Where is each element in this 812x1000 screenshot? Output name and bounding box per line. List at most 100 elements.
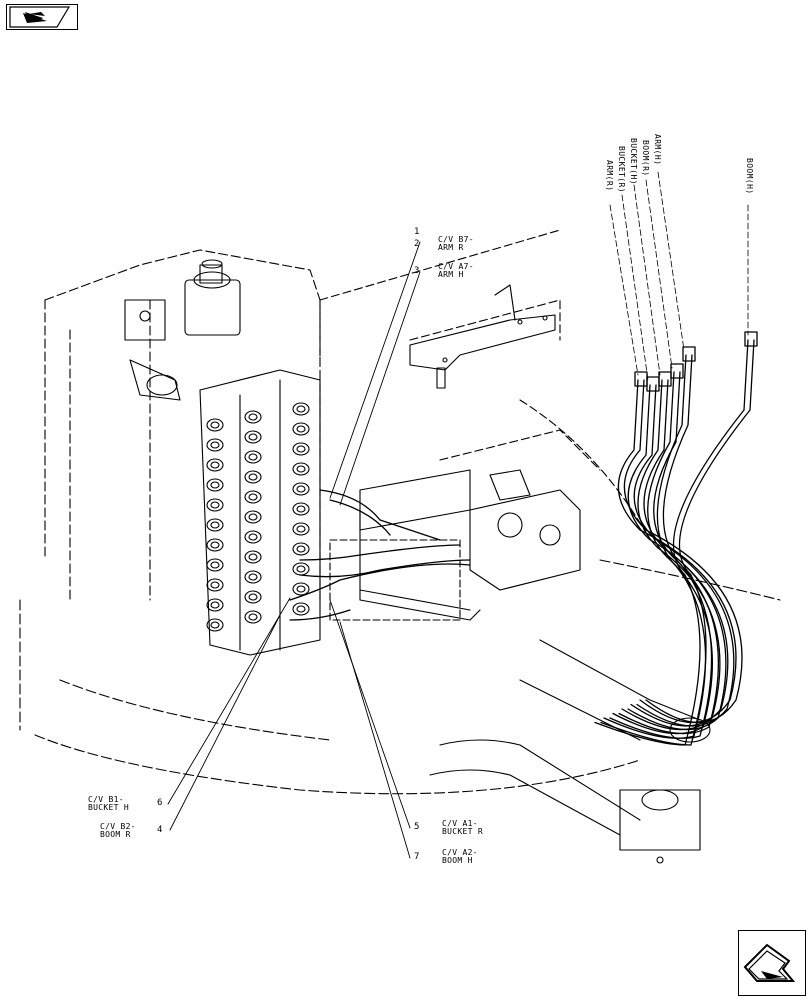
hose-label-arm-h: ARM(H) <box>653 134 662 166</box>
control-valve-block <box>199 369 321 656</box>
callout-number-4: 4 <box>157 825 163 835</box>
valve-fittings <box>206 402 310 632</box>
valve-fitting <box>244 510 262 524</box>
boom-cylinder <box>429 639 711 864</box>
valve-fitting <box>244 490 262 504</box>
leader-lines <box>167 241 421 859</box>
hydraulic-hose <box>603 354 707 739</box>
valve-fitting-core <box>296 565 306 573</box>
valve-fitting <box>292 522 310 536</box>
valve-fitting-core <box>248 453 258 461</box>
valve-fitting-core <box>248 533 258 541</box>
valve-fitting-core <box>210 541 220 549</box>
callout-number-7: 7 <box>414 852 420 862</box>
valve-fitting-core <box>248 473 258 481</box>
valve-fitting-core <box>248 593 258 601</box>
valve-fitting <box>206 578 224 592</box>
valve-fitting <box>206 538 224 552</box>
swivel-joint <box>329 469 581 621</box>
valve-fitting-core <box>296 585 306 593</box>
valve-fitting-core <box>210 601 220 609</box>
valve-fitting-core <box>296 525 306 533</box>
valve-fitting-core <box>296 425 306 433</box>
valve-fitting <box>244 430 262 444</box>
valve-hoses <box>289 489 471 621</box>
valve-fitting <box>244 530 262 544</box>
callout-label-5: C/V A1- BUCKET R <box>442 819 483 836</box>
valve-fitting-core <box>296 445 306 453</box>
valve-fitting <box>292 422 310 436</box>
valve-fitting-core <box>248 613 258 621</box>
valve-fitting <box>206 478 224 492</box>
callout-label-3: C/V A7- ARM H <box>438 262 474 279</box>
valve-fitting <box>292 502 310 516</box>
callout-number-5: 5 <box>414 822 420 832</box>
valve-fitting <box>292 442 310 456</box>
next-page-button[interactable] <box>738 930 806 996</box>
valve-fitting-core <box>210 461 220 469</box>
hydraulic-hose <box>623 379 743 723</box>
valve-fitting-core <box>296 465 306 473</box>
hydraulic-hose <box>627 379 727 731</box>
hose-fitting <box>646 376 660 392</box>
hose-label-bucket-h: BUCKET(H) <box>629 138 638 185</box>
valve-fitting-core <box>248 553 258 561</box>
upper-bracket <box>409 284 556 389</box>
callout-number-1: 1 <box>414 227 420 237</box>
valve-fitting <box>206 458 224 472</box>
callout-label-2: C/V B7- ARM R <box>438 235 474 252</box>
valve-fitting-core <box>210 441 220 449</box>
hose-fitting <box>670 363 684 379</box>
valve-fitting <box>292 602 310 616</box>
hose-fitting <box>682 346 696 362</box>
valve-fitting <box>244 590 262 604</box>
valve-fitting-core <box>248 513 258 521</box>
hydraulic-hose <box>627 384 729 727</box>
valve-fitting <box>244 450 262 464</box>
callout-number-2: 2 <box>414 239 420 249</box>
valve-fitting <box>292 482 310 496</box>
valve-fitting-core <box>296 505 306 513</box>
hydraulic-hose <box>609 354 713 739</box>
hose-label-leaders <box>609 171 749 381</box>
valve-fitting-core <box>248 413 258 421</box>
valve-fitting-core <box>296 545 306 553</box>
valve-fitting <box>244 410 262 424</box>
valve-fitting-core <box>296 405 306 413</box>
valve-fitting <box>206 498 224 512</box>
valve-fitting <box>206 558 224 572</box>
tank-filter <box>124 259 241 401</box>
hydraulic-hose <box>617 379 737 723</box>
valve-fitting-core <box>210 621 220 629</box>
hose-label-arm-r: ARM(R) <box>605 160 614 192</box>
valve-fitting <box>206 598 224 612</box>
valve-fitting <box>206 518 224 532</box>
next-page-arrow-icon <box>743 943 796 982</box>
callout-label-6: C/V B1- BUCKET H <box>88 795 129 812</box>
callout-number-6: 6 <box>157 798 163 808</box>
hydraulic-hose <box>594 339 749 746</box>
valve-fitting-core <box>248 433 258 441</box>
valve-fitting <box>292 542 310 556</box>
callout-label-4: C/V B2- BOOM R <box>100 822 136 839</box>
hose-label-bucket-r: BUCKET(R) <box>617 146 626 193</box>
callout-number-3: 3 <box>414 266 420 276</box>
valve-fitting <box>206 618 224 632</box>
valve-fitting-core <box>210 581 220 589</box>
valve-fitting <box>292 562 310 576</box>
valve-fitting <box>206 438 224 452</box>
hydraulic-tank <box>44 249 321 601</box>
valve-fitting <box>206 418 224 432</box>
hose-label-boom-r: BOOM(R) <box>641 140 650 177</box>
valve-fitting <box>244 470 262 484</box>
valve-fitting <box>292 462 310 476</box>
previous-page-button[interactable] <box>6 4 78 30</box>
valve-fitting-core <box>210 521 220 529</box>
previous-page-arrow-icon <box>9 6 71 28</box>
valve-fitting-core <box>296 605 306 613</box>
hydraulic-hose <box>600 339 755 746</box>
valve-fitting-core <box>210 561 220 569</box>
hose-bundle <box>594 331 758 746</box>
valve-fitting-core <box>248 573 258 581</box>
